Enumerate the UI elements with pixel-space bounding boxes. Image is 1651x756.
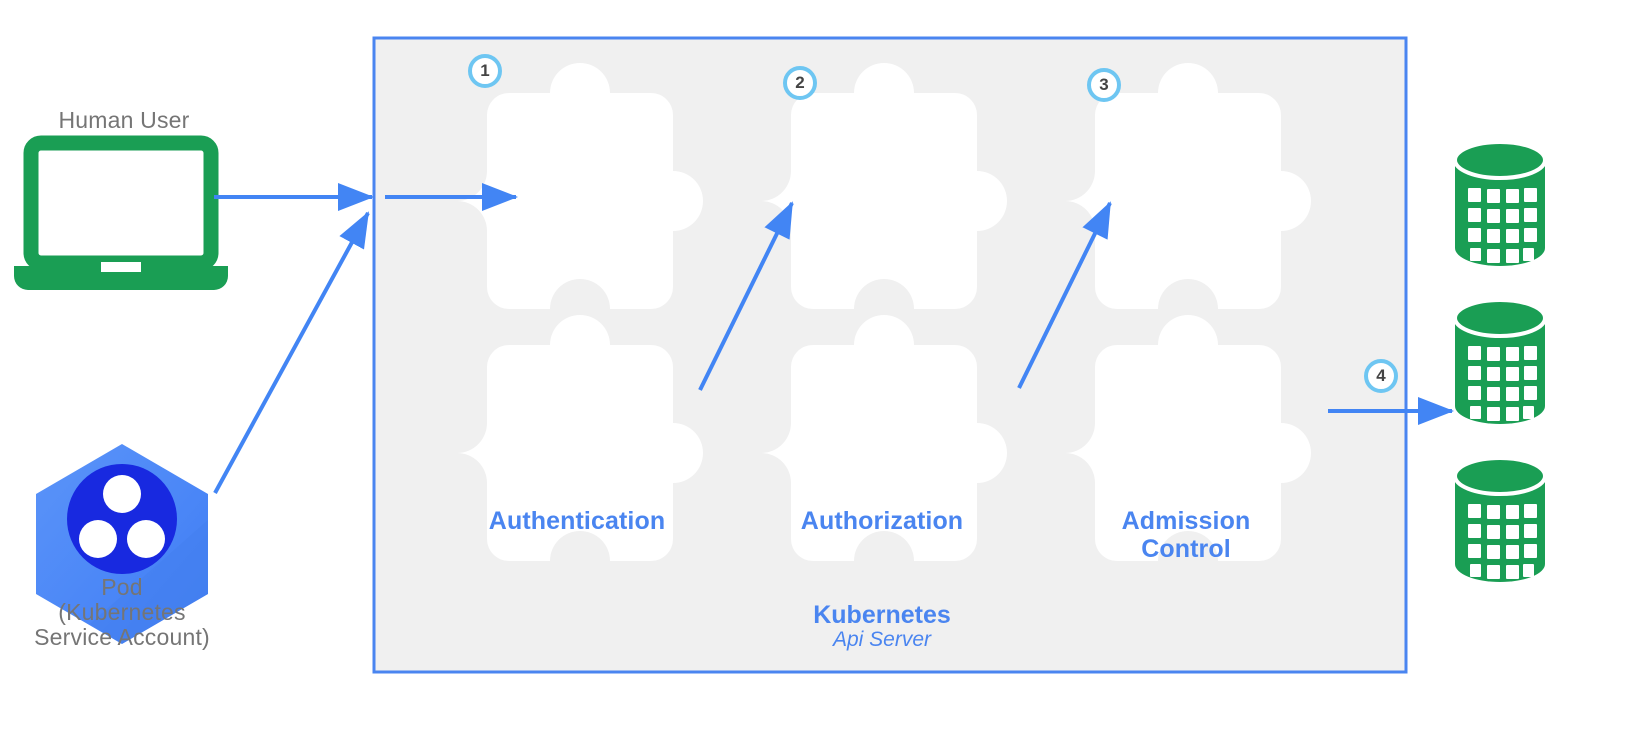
database-icon-1 [1453,140,1547,266]
laptop-icon [14,135,228,290]
database-icon-2 [1453,298,1547,424]
arrow-pod-to-apiserver [213,211,370,494]
puzzle-piece-authentication-bottom [457,315,703,561]
puzzle-piece-authorization-top [761,63,1007,309]
puzzle-piece-admission-bottom [1065,315,1311,561]
arrow-authentication-to-authorization [698,201,794,391]
puzzle-piece-authentication-top [457,63,703,309]
kubernetes-pod-icon [36,444,208,644]
arrow-authorization-to-admission [1017,201,1112,389]
step-badge-3: 3 [1087,68,1121,102]
puzzle-piece-admission-top [1065,63,1311,309]
database-icon-3 [1453,456,1547,582]
step-badge-2: 2 [783,66,817,100]
puzzle-piece-authorization-bottom [761,315,1007,561]
step-badge-4: 4 [1364,359,1398,393]
step-badge-1: 1 [468,54,502,88]
